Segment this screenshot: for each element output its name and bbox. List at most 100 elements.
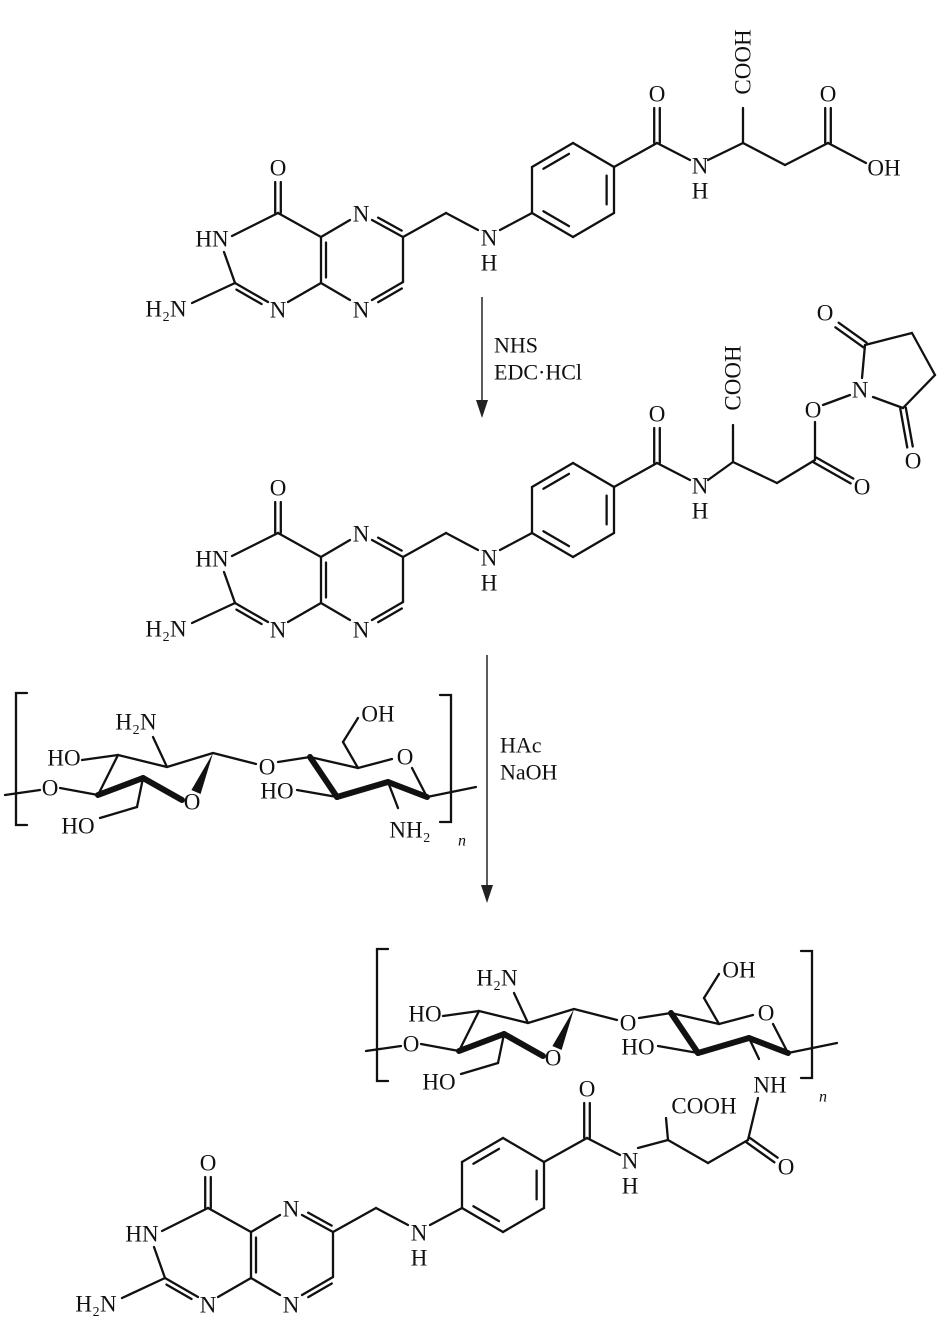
glycosidic-oxygen-label: O bbox=[620, 1011, 637, 1036]
bond bbox=[163, 1276, 200, 1299]
ester-oxygen-label: O bbox=[805, 398, 822, 423]
left-bracket bbox=[375, 947, 390, 1083]
bond bbox=[211, 751, 258, 766]
repeat-unit-n-label: n bbox=[458, 833, 466, 850]
bond bbox=[276, 755, 312, 764]
hydroxymethyl-label: HO bbox=[422, 1070, 455, 1095]
carboxyl-group-label: COOH bbox=[731, 29, 756, 94]
bond bbox=[612, 461, 659, 489]
hydroxyl-label: HO bbox=[260, 779, 293, 804]
bond bbox=[401, 211, 448, 239]
hn-label: HN bbox=[125, 1222, 159, 1247]
bond bbox=[571, 461, 616, 489]
bond bbox=[530, 461, 575, 489]
bond bbox=[356, 757, 394, 770]
bond bbox=[571, 531, 616, 559]
amide-hydrogen-label: H bbox=[692, 179, 709, 204]
bond bbox=[286, 601, 323, 624]
bond bbox=[783, 141, 830, 167]
reagent-naoh: NaOH bbox=[500, 760, 558, 785]
hydroxymethyl-label: HO bbox=[61, 814, 94, 839]
keto-oxygen-label: O bbox=[270, 476, 287, 501]
bond bbox=[731, 460, 779, 485]
bond bbox=[542, 210, 571, 228]
bond bbox=[98, 805, 139, 820]
bond bbox=[821, 393, 852, 407]
bond bbox=[815, 456, 855, 480]
amine-hydrogen-label: H bbox=[481, 571, 498, 596]
bond bbox=[542, 1136, 589, 1164]
amino-group-label: H₂N bbox=[145, 617, 187, 642]
bond bbox=[222, 250, 237, 285]
ring-nitrogen-label: N bbox=[283, 1197, 300, 1222]
bond bbox=[331, 1206, 378, 1234]
bond bbox=[286, 281, 323, 304]
bond bbox=[444, 211, 480, 232]
bond bbox=[319, 281, 352, 302]
double-bond-line bbox=[376, 536, 403, 552]
bond bbox=[863, 331, 914, 347]
bond bbox=[190, 601, 237, 625]
bond bbox=[276, 211, 323, 239]
right-bracket bbox=[438, 693, 453, 824]
bond bbox=[295, 788, 339, 799]
double-bond-line bbox=[235, 608, 263, 626]
bold-bond bbox=[385, 779, 430, 800]
bond bbox=[666, 1138, 710, 1165]
bond bbox=[612, 141, 659, 169]
wedge-bond bbox=[191, 753, 213, 794]
wedge-bond bbox=[552, 1009, 574, 1050]
amide-hydrogen-label: H bbox=[692, 499, 709, 524]
bond bbox=[706, 141, 745, 162]
bond bbox=[370, 538, 405, 559]
amide-nh-label: NH bbox=[753, 1073, 786, 1098]
amide-oxygen-label: O bbox=[649, 402, 666, 427]
ring-oxygen-label: O bbox=[758, 1001, 775, 1026]
double-bond-line bbox=[307, 1282, 333, 1299]
bond bbox=[702, 996, 721, 1026]
ring-nitrogen-label: N bbox=[353, 298, 370, 323]
bond bbox=[230, 211, 280, 238]
bond bbox=[477, 1009, 530, 1025]
bond bbox=[116, 753, 169, 769]
bond bbox=[419, 1042, 461, 1053]
bond bbox=[910, 331, 937, 377]
bond bbox=[572, 1007, 619, 1022]
bond bbox=[837, 321, 868, 344]
bond bbox=[276, 531, 323, 559]
double-bond-line bbox=[377, 287, 403, 304]
reagent-hac: HAc bbox=[500, 733, 542, 758]
bond bbox=[444, 531, 480, 552]
ring-nitrogen-label: N bbox=[353, 618, 370, 643]
carboxyl-group-label: COOH bbox=[721, 345, 746, 410]
amine-nitrogen-label: N bbox=[481, 226, 498, 251]
amine-hydrogen-label: H bbox=[481, 251, 498, 276]
bond bbox=[775, 458, 817, 485]
bond bbox=[386, 780, 400, 810]
bond bbox=[96, 753, 120, 797]
bond bbox=[300, 1213, 335, 1234]
bold-bond bbox=[95, 775, 146, 798]
hydroxymethyl-label: OH bbox=[361, 702, 394, 727]
bond bbox=[542, 530, 571, 548]
bond bbox=[748, 1136, 779, 1159]
amino-group-label: NH₂ bbox=[389, 818, 430, 843]
bond bbox=[230, 531, 280, 558]
bond bbox=[530, 531, 575, 559]
succinimide-oxygen-label: O bbox=[817, 301, 834, 326]
bond bbox=[834, 326, 865, 349]
bond bbox=[745, 1141, 776, 1164]
bond bbox=[190, 281, 237, 305]
bond bbox=[370, 280, 405, 302]
bond bbox=[410, 766, 429, 799]
bond bbox=[812, 461, 852, 485]
amide-nitrogen-label: N bbox=[622, 1149, 639, 1174]
ring-nitrogen-label: N bbox=[283, 1293, 300, 1318]
bond bbox=[216, 1276, 253, 1299]
bond bbox=[460, 1136, 505, 1164]
bond bbox=[530, 211, 575, 239]
bond bbox=[152, 1245, 167, 1280]
bond bbox=[496, 1032, 506, 1065]
bond bbox=[860, 343, 867, 380]
